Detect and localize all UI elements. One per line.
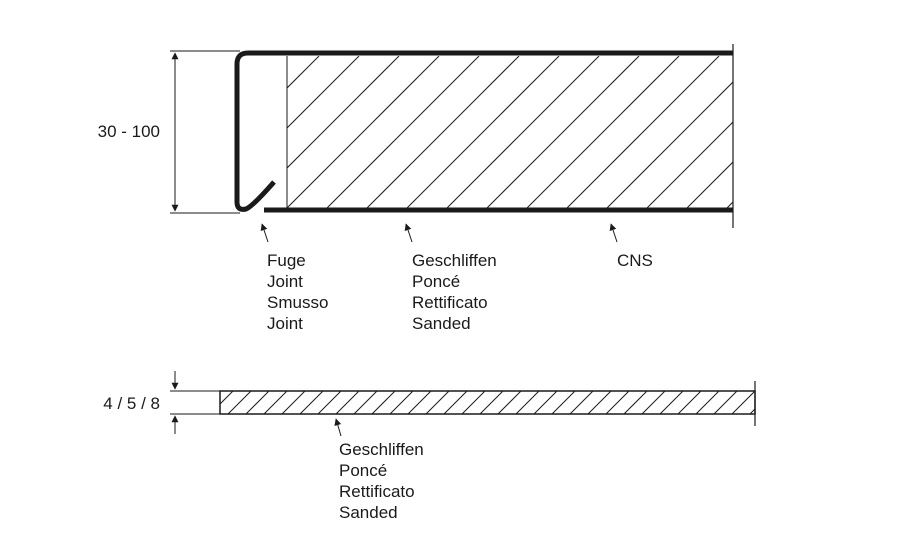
top-hatch <box>287 56 733 208</box>
joint-label-line: Smusso <box>267 293 328 312</box>
steel-sheet-profile <box>234 50 733 212</box>
thickness-dimension-text: 4 / 5 / 8 <box>103 394 160 413</box>
bottom-profile: 4 / 5 / 8 <box>103 371 756 522</box>
bottom-sanded-label: Geschliffen Poncé Rettificato Sanded <box>339 440 428 522</box>
bottom-sanded-label-line: Sanded <box>339 503 398 522</box>
joint-leader <box>260 223 269 243</box>
bottom-sanded-leader <box>334 418 342 437</box>
bottom-sanded-label-line: Geschliffen <box>339 440 424 459</box>
sanded-label: Geschliffen Poncé Rettificato Sanded <box>412 251 501 333</box>
sanded-leader <box>404 223 413 243</box>
sanded-label-line: Rettificato <box>412 293 488 312</box>
sanded-label-line: Sanded <box>412 314 471 333</box>
bottom-hatch <box>220 391 755 414</box>
bottom-sanded-label-line: Rettificato <box>339 482 415 501</box>
material-label: CNS <box>617 251 653 270</box>
joint-label: Fuge Joint Smusso Joint <box>267 251 333 333</box>
top-profile: 30 - 100 Fuge <box>98 44 734 333</box>
joint-label-line: Fuge <box>267 251 306 270</box>
sanded-strip <box>219 390 756 415</box>
height-dimension-text: 30 - 100 <box>98 122 160 141</box>
bottom-sanded-label-line: Poncé <box>339 461 387 480</box>
joint-label-line: Joint <box>267 272 303 291</box>
sanded-label-line: Poncé <box>412 272 460 291</box>
joint-label-line: Joint <box>267 314 303 333</box>
sanded-label-line: Geschliffen <box>412 251 497 270</box>
cns-leader <box>609 223 618 243</box>
